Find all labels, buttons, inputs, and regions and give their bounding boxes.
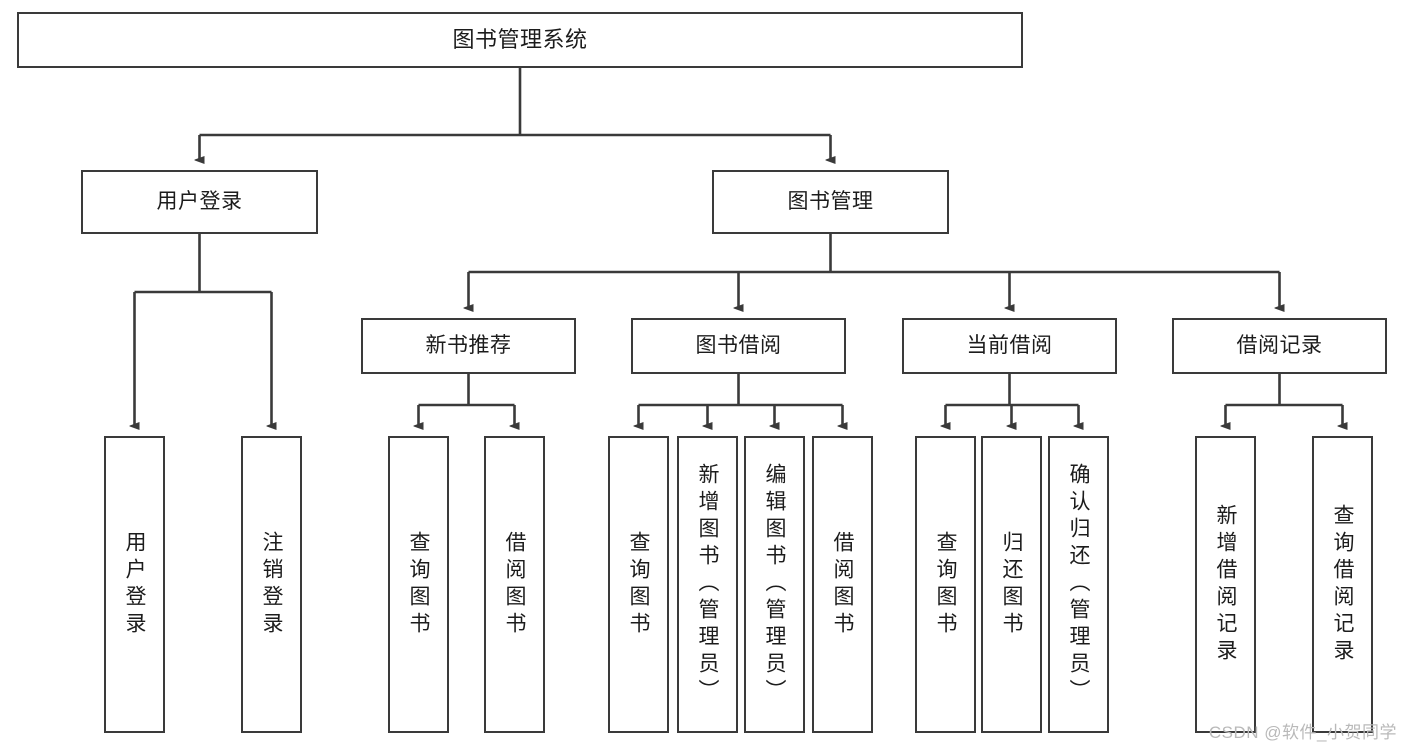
node-leaf-logout-login[interactable]: 注销登录 [241, 436, 302, 733]
node-label: 编辑图书（管理员） [763, 463, 786, 706]
edge-group-new-book-recommend [419, 374, 515, 426]
node-label: 图书管理系统 [452, 26, 588, 52]
edge-group-book-borrow [639, 374, 843, 426]
node-label: 新增图书（管理员） [696, 463, 719, 706]
node-leaf-borrow-book[interactable]: 借阅图书 [812, 436, 873, 733]
edge-group-book-manage [469, 234, 1280, 308]
node-leaf-add-book-admin[interactable]: 新增图书（管理员） [677, 436, 738, 733]
node-label: 用户登录 [123, 530, 146, 639]
node-label: 新书推荐 [425, 334, 512, 358]
edge-group-root [200, 68, 831, 160]
node-leaf-query-book-current[interactable]: 查询图书 [915, 436, 976, 733]
node-label: 新增借阅记录 [1214, 503, 1237, 666]
node-leaf-return-book[interactable]: 归还图书 [981, 436, 1042, 733]
edge-group-user-login [135, 234, 272, 426]
node-user-login[interactable]: 用户登录 [81, 170, 318, 234]
edge-group-borrow-record [1226, 374, 1343, 426]
node-leaf-add-borrow-record[interactable]: 新增借阅记录 [1195, 436, 1256, 733]
node-label: 借阅图书 [831, 530, 854, 639]
node-root-book-management-system[interactable]: 图书管理系统 [17, 12, 1023, 68]
node-label: 查询图书 [934, 530, 957, 639]
edge-group-current-borrow [946, 374, 1079, 426]
node-label: 图书借阅 [695, 334, 782, 358]
node-label: 查询图书 [407, 530, 430, 639]
node-leaf-query-book-borrow[interactable]: 查询图书 [608, 436, 669, 733]
watermark: CSDN @软件_小贺同学 [1208, 723, 1397, 742]
node-label: 用户登录 [156, 190, 243, 214]
node-leaf-query-book-recommend[interactable]: 查询图书 [388, 436, 449, 733]
node-label: 当前借阅 [966, 334, 1053, 358]
node-label: 借阅记录 [1236, 334, 1323, 358]
node-book-manage[interactable]: 图书管理 [712, 170, 949, 234]
node-borrow-record[interactable]: 借阅记录 [1172, 318, 1387, 374]
node-label: 查询图书 [627, 530, 650, 639]
node-current-borrow[interactable]: 当前借阅 [902, 318, 1117, 374]
node-leaf-borrow-book-recommend[interactable]: 借阅图书 [484, 436, 545, 733]
node-book-borrow[interactable]: 图书借阅 [631, 318, 846, 374]
node-leaf-edit-book-admin[interactable]: 编辑图书（管理员） [744, 436, 805, 733]
node-label: 确认归还（管理员） [1067, 463, 1090, 706]
node-label: 注销登录 [260, 530, 283, 639]
node-leaf-confirm-return-admin[interactable]: 确认归还（管理员） [1048, 436, 1109, 733]
node-leaf-user-login[interactable]: 用户登录 [104, 436, 165, 733]
node-label: 归还图书 [1000, 530, 1023, 639]
node-label: 查询借阅记录 [1331, 503, 1354, 666]
node-label: 图书管理 [787, 190, 874, 214]
node-label: 借阅图书 [503, 530, 526, 639]
node-new-book-recommend[interactable]: 新书推荐 [361, 318, 576, 374]
node-leaf-query-borrow-record[interactable]: 查询借阅记录 [1312, 436, 1373, 733]
